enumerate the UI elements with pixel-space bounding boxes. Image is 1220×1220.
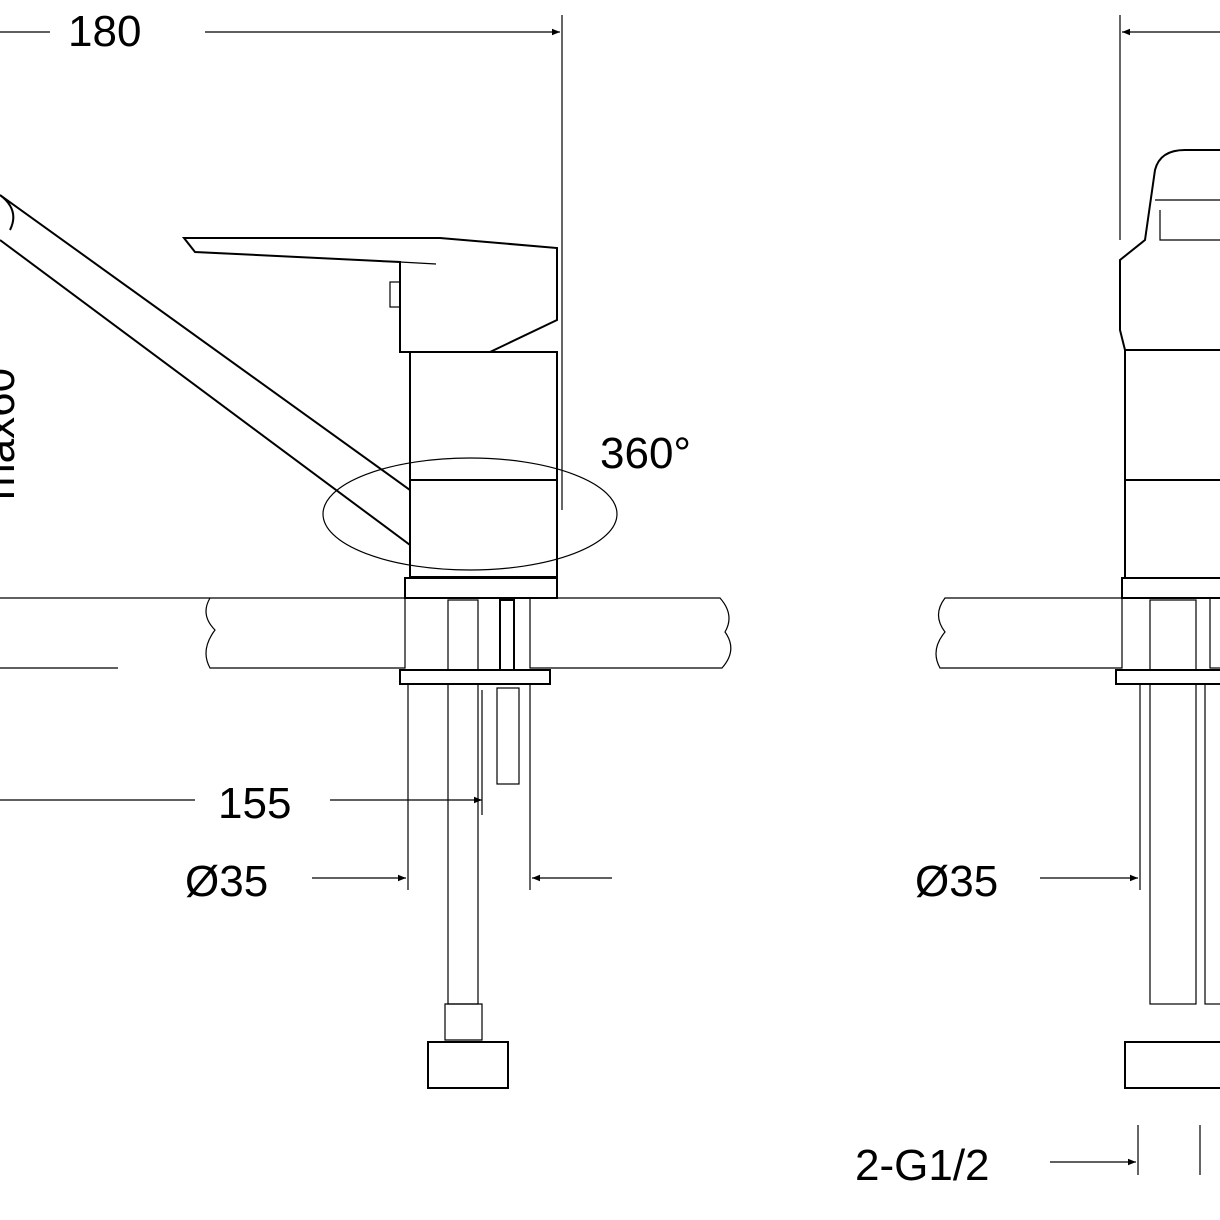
hose-nut xyxy=(427,1041,509,1089)
spout xyxy=(0,194,411,560)
faucet-front-body xyxy=(1119,149,1220,578)
dim-rotation: 360° xyxy=(600,429,691,478)
dim-diameter-front: Ø35 xyxy=(915,857,998,906)
side-view: 180 max60 360° 155 Ø35 xyxy=(0,7,732,1089)
dim-height-max: max60 xyxy=(0,368,24,500)
front-view: Ø35 2-G1/2 xyxy=(855,15,1220,1190)
faucet-body xyxy=(409,351,558,578)
countertop-front xyxy=(935,597,1123,669)
countertop-side-right xyxy=(529,597,732,669)
countertop-side xyxy=(205,597,406,669)
dim-reach-155: 155 xyxy=(218,779,291,828)
dim-width-180: 180 xyxy=(68,7,141,56)
dim-connection: 2-G1/2 xyxy=(855,1141,990,1190)
dim-diameter-side: Ø35 xyxy=(185,857,268,906)
rotation-ellipse xyxy=(322,457,618,571)
lever-handle xyxy=(181,237,558,353)
